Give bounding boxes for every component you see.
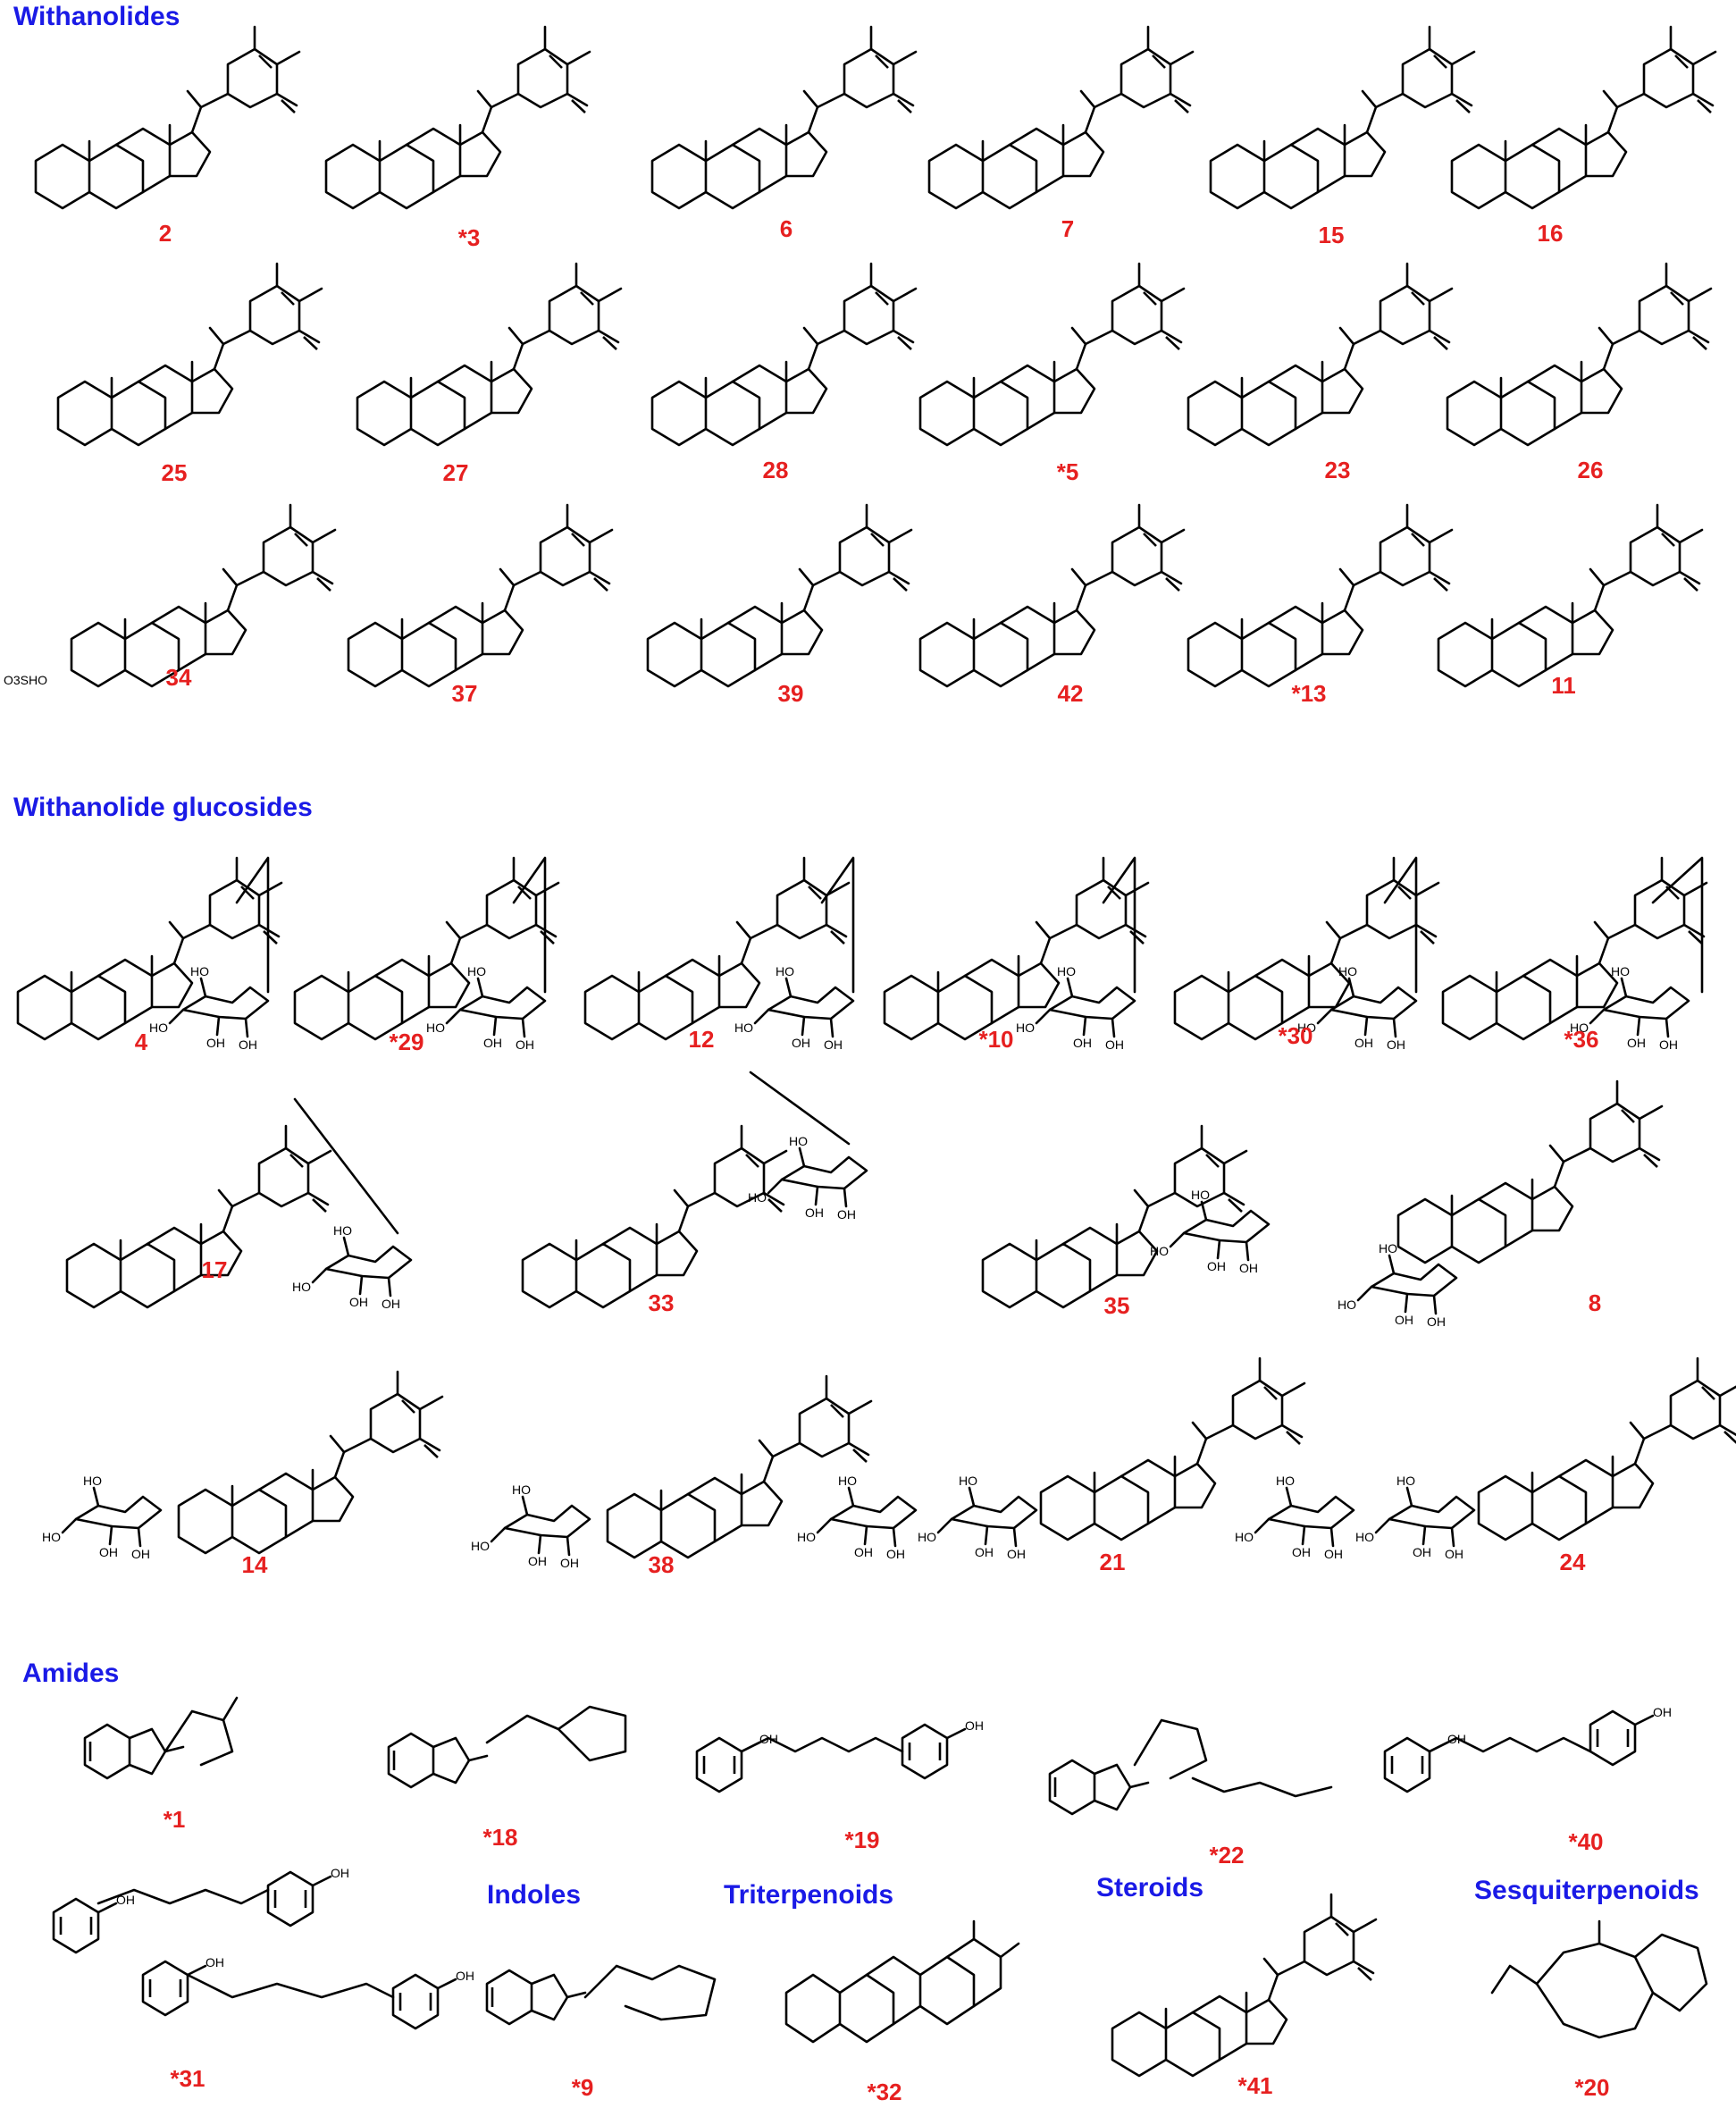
structure-21	[1039, 1356, 1306, 1541]
compound-label-21: 21	[1100, 1549, 1126, 1575]
compound-label-15: 15	[1319, 222, 1345, 248]
structure-16	[1450, 25, 1717, 210]
section-title-indoles: Indoles	[487, 1880, 581, 1910]
structure-31	[52, 1891, 137, 1954]
compound-label-40: *40	[1568, 1828, 1603, 1855]
compound-label-35: 35	[1104, 1292, 1130, 1319]
compound-label-26: 26	[1578, 457, 1604, 483]
structure-11	[1437, 503, 1704, 688]
structure-22	[1048, 1759, 1150, 1816]
compound-label-41: *41	[1237, 2072, 1272, 2099]
structure-1	[83, 1723, 185, 1780]
structure-12	[583, 856, 851, 1041]
compound-label-24: 24	[1560, 1549, 1586, 1575]
structure-20	[1490, 1919, 1708, 2039]
structure-6	[650, 25, 918, 210]
section-title-steroids: Steroids	[1096, 1873, 1203, 1902]
structure-30	[1173, 856, 1440, 1041]
structure-7	[927, 25, 1195, 210]
compound-label-27: 27	[443, 459, 469, 486]
section-title-triterpenoids: Triterpenoids	[724, 1880, 893, 1910]
compound-label-38: 38	[649, 1551, 675, 1578]
compound-label-1: *1	[164, 1806, 186, 1833]
compound-label-30: *30	[1278, 1022, 1312, 1049]
structure-40	[1383, 1730, 1468, 1793]
structure-4	[16, 856, 283, 1041]
section-title-amides: Amides	[22, 1659, 119, 1688]
structure-3	[324, 25, 591, 210]
compound-label-37: 37	[452, 680, 478, 707]
structure-14	[177, 1370, 444, 1555]
structure-34	[70, 503, 337, 688]
structure-5	[918, 262, 1186, 447]
structure-10	[883, 856, 1150, 1041]
structure-27	[356, 262, 623, 447]
compound-label-31: *31	[170, 2065, 205, 2092]
structure-36	[1441, 856, 1708, 1041]
structure-23	[1187, 262, 1454, 447]
structure-41	[1111, 1893, 1378, 2078]
structure-17	[65, 1124, 332, 1309]
compound-label-4: 4	[135, 1029, 148, 1055]
compound-label-7: 7	[1061, 215, 1074, 242]
structure-15	[1209, 25, 1476, 210]
compound-label-17: 17	[202, 1256, 228, 1283]
compound-label-14: 14	[242, 1551, 268, 1578]
compound-label-3: *3	[458, 224, 481, 251]
compound-label-11: 11	[1551, 672, 1576, 699]
svg-text:O3SHO: O3SHO	[4, 673, 47, 687]
compound-label-19: *19	[844, 1827, 879, 1853]
compound-label-10: *10	[978, 1026, 1013, 1053]
section-title-withanolides: Withanolides	[13, 2, 180, 31]
structure-9	[485, 1969, 587, 2026]
structure-18	[387, 1732, 489, 1789]
compound-label-5: *5	[1057, 458, 1079, 485]
compound-label-12: 12	[689, 1026, 715, 1053]
compound-label-36: *36	[1564, 1026, 1598, 1053]
structure-42	[918, 503, 1186, 688]
compound-label-22: *22	[1209, 1842, 1244, 1869]
structure-37	[347, 503, 614, 688]
compound-label-39: 39	[778, 680, 804, 707]
structure-13	[1187, 503, 1454, 688]
structure-33	[521, 1124, 788, 1309]
compound-label-32: *32	[867, 2079, 902, 2105]
structure-28	[650, 262, 918, 447]
structure-2	[34, 25, 301, 210]
section-title-withanolide-glucosides: Withanolide glucosides	[13, 793, 313, 822]
compound-label-16: 16	[1538, 220, 1564, 247]
compound-label-25: 25	[162, 459, 188, 486]
structure-32	[784, 1919, 1020, 2044]
compound-label-20: *20	[1574, 2074, 1609, 2101]
compound-label-34: 34	[166, 664, 192, 691]
structure-35	[981, 1124, 1248, 1309]
structure-25	[56, 262, 323, 447]
compound-label-18: *18	[482, 1824, 517, 1851]
compound-label-28: 28	[763, 457, 789, 483]
compound-label-9: *9	[572, 2074, 594, 2101]
structure-26	[1446, 262, 1713, 447]
compound-label-13: *13	[1291, 680, 1326, 707]
compound-label-6: 6	[780, 215, 793, 242]
structure-19	[695, 1730, 780, 1793]
compound-label-29: *29	[389, 1029, 424, 1055]
structure-24	[1477, 1356, 1736, 1541]
compound-label-8: 8	[1589, 1289, 1601, 1316]
compound-label-42: 42	[1058, 680, 1084, 707]
structure-39	[646, 503, 913, 688]
structure-8	[1396, 1079, 1664, 1264]
compound-label-2: 2	[159, 220, 172, 247]
structure-29	[293, 856, 560, 1041]
structure-38	[606, 1374, 873, 1559]
section-title-sesquiterpenoids: Sesquiterpenoids	[1474, 1876, 1699, 1905]
compound-label-33: 33	[649, 1289, 675, 1316]
compound-label-23: 23	[1325, 457, 1351, 483]
